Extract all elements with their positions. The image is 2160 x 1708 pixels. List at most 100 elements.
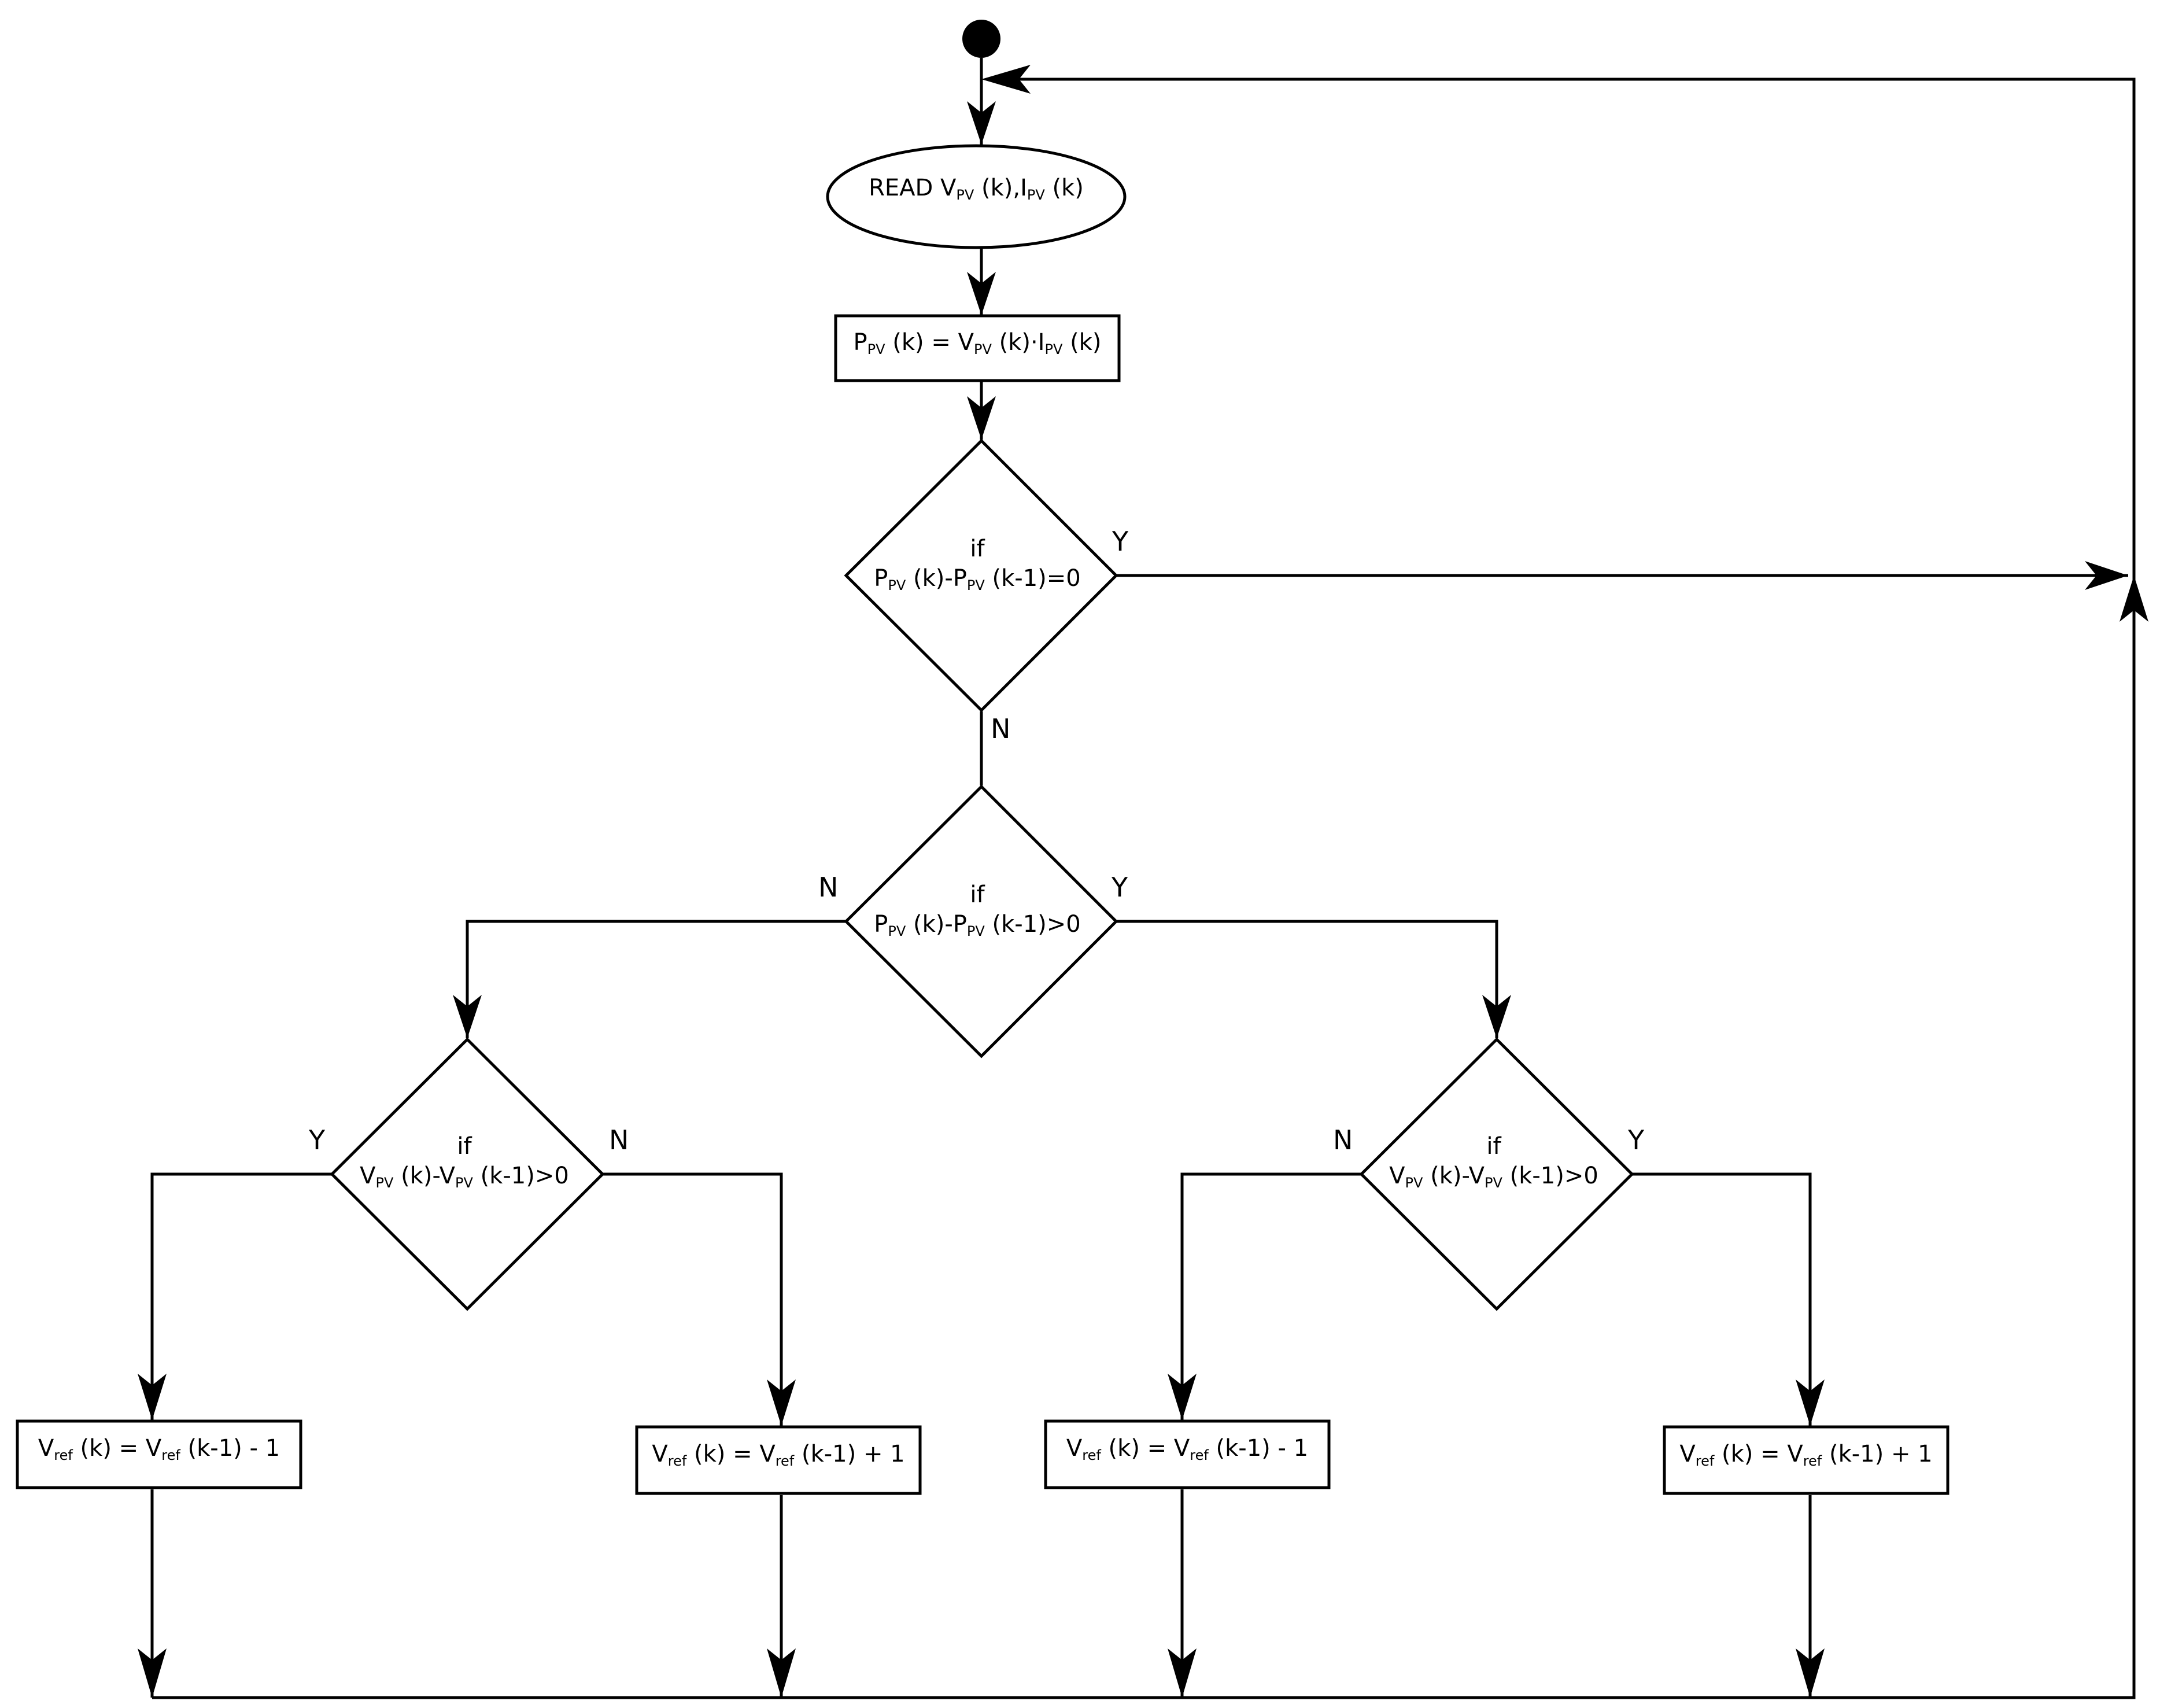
label-dec4-yes: Y [1627,1124,1645,1156]
label-text: (k) = V [1714,1441,1803,1467]
label-text: (k) = V [1101,1435,1190,1462]
arrowhead-dec1 [967,396,996,440]
box-decrement-right: Vref (k) = Vref (k-1) - 1 [1044,1419,1331,1489]
label-text: V [360,1163,376,1189]
decision-power-positive-shape [844,784,1118,1058]
subscript-text: PV [888,577,906,593]
decision-voltage-left-label: VPV (k)-VPV (k-1)>0 [360,1163,569,1191]
label-text: P [874,565,888,592]
label-text: (k)-P [906,565,967,592]
label-text: (k-1) - 1 [180,1435,280,1462]
decision-voltage-left-shape [330,1037,605,1311]
edge-dec4-no [1180,1172,1361,1420]
label-text: (k-1)>0 [1502,1163,1598,1189]
edge-dec3-yes [150,1172,332,1420]
box-decrement-left-label: Vref (k) = Vref (k-1) - 1 [38,1435,280,1463]
box-increment-right-label: Vref (k) = Vref (k-1) + 1 [1679,1441,1932,1469]
label-text: (k-1)>0 [985,911,1081,938]
label-text: (k)-P [906,911,967,938]
arrowhead-bus2 [767,1648,796,1698]
subscript-text: ref [776,1453,795,1469]
label-dec2-yes: Y [1111,872,1128,903]
read-node: READ VPV (k),IPV (k) [826,144,1127,249]
label-text: V [1066,1435,1083,1462]
label-text: (k-1) + 1 [1822,1441,1932,1467]
label-text: V [38,1435,54,1462]
label-text: READ V [869,175,957,201]
arrowhead-bus3 [1168,1648,1197,1698]
power-node: PPV (k) = VPV (k)·IPV (k) [834,314,1121,382]
subscript-text: ref [1803,1453,1822,1469]
label-text: V [1679,1441,1696,1467]
subscript-text: ref [1082,1447,1101,1463]
subscript-text: PV [455,1175,473,1191]
branch-labels: Y N N Y Y N N Y [308,526,1645,1156]
read-ellipse [826,144,1127,249]
box-increment-right-rect [1663,1425,1949,1495]
arrowhead-box4 [1796,1379,1825,1426]
decision-voltage-right-shape [1359,1037,1634,1311]
decision-voltage-right: if VPV (k)-VPV (k-1)>0 [1359,1037,1634,1311]
arrowhead-box3 [1168,1374,1197,1420]
label-dec4-no: N [1333,1124,1353,1156]
subscript-text: PV [1485,1175,1502,1191]
label-text: (k),I [974,175,1027,201]
subscript-text: PV [1405,1175,1423,1191]
decision-power-zero-if: if [970,536,985,562]
decision-power-positive-label: PPV (k)-PPV (k-1)>0 [874,911,1081,939]
arrowhead-read [967,101,996,145]
decision-voltage-right-if: if [1486,1133,1501,1160]
subscript-text: ref [668,1453,687,1469]
decision-power-zero-label: PPV (k)-PPV (k-1)=0 [874,565,1081,593]
arrowhead-power [967,272,996,315]
label-text: (k)-V [393,1163,455,1189]
box-increment-left: Vref (k) = Vref (k-1) + 1 [635,1425,922,1495]
arrowheads [138,65,2148,1698]
box-decrement-right-label: Vref (k) = Vref (k-1) - 1 [1066,1435,1308,1463]
arrowhead-loop-right [2085,561,2128,590]
label-text: (k) [1062,329,1101,356]
label-text: (k-1) - 1 [1209,1435,1308,1462]
arrowhead-box1 [138,1374,167,1420]
label-text: (k)·I [992,329,1045,356]
subscript-text: ref [1190,1447,1209,1463]
subscript-text: PV [956,187,974,203]
power-label: PPV (k) = VPV (k)·IPV (k) [854,329,1102,357]
label-dec3-no: N [609,1124,629,1156]
box-decrement-right-rect [1044,1419,1331,1489]
label-text: V [652,1441,668,1467]
decision-voltage-right-label: VPV (k)-VPV (k-1)>0 [1389,1163,1598,1191]
subscript-text: PV [1044,341,1062,357]
decision-power-zero-shape [844,438,1118,713]
label-text: V [1389,1163,1405,1189]
decision-power-positive: if PPV (k)-PPV (k-1)>0 [844,784,1118,1058]
subscript-text: ref [161,1447,180,1463]
label-text: (k-1)>0 [473,1163,569,1189]
decision-voltage-left: if VPV (k)-VPV (k-1)>0 [330,1037,605,1311]
edge-dec3-no [603,1172,783,1426]
subscript-text: PV [888,923,906,939]
edge-dec2-yes [1116,920,1498,1038]
label-text: (k-1) + 1 [794,1441,904,1467]
arrowhead-bus4 [1796,1648,1825,1698]
label-text: P [874,911,888,938]
label-dec1-no: N [991,713,1010,744]
label-dec1-yes: Y [1112,526,1129,557]
arrowhead-loop-return [981,65,1031,94]
edge-return-loop [152,78,2136,1699]
arrowhead-box2 [767,1379,796,1426]
subscript-text: PV [967,577,985,593]
label-text: (k-1)=0 [985,565,1081,592]
decision-voltage-left-if: if [457,1133,472,1160]
label-text: (k)-V [1423,1163,1485,1189]
label-text: P [854,329,867,356]
arrowhead-dec3 [453,995,482,1038]
label-text: (k) = V [885,329,974,356]
box-increment-left-label: Vref (k) = Vref (k-1) + 1 [652,1441,904,1469]
box-decrement-left: Vref (k) = Vref (k-1) - 1 [16,1419,302,1489]
label-text: (k) [1045,175,1084,201]
subscript-text: PV [376,1175,394,1191]
subscript-text: PV [967,923,985,939]
subscript-text: PV [867,341,885,357]
